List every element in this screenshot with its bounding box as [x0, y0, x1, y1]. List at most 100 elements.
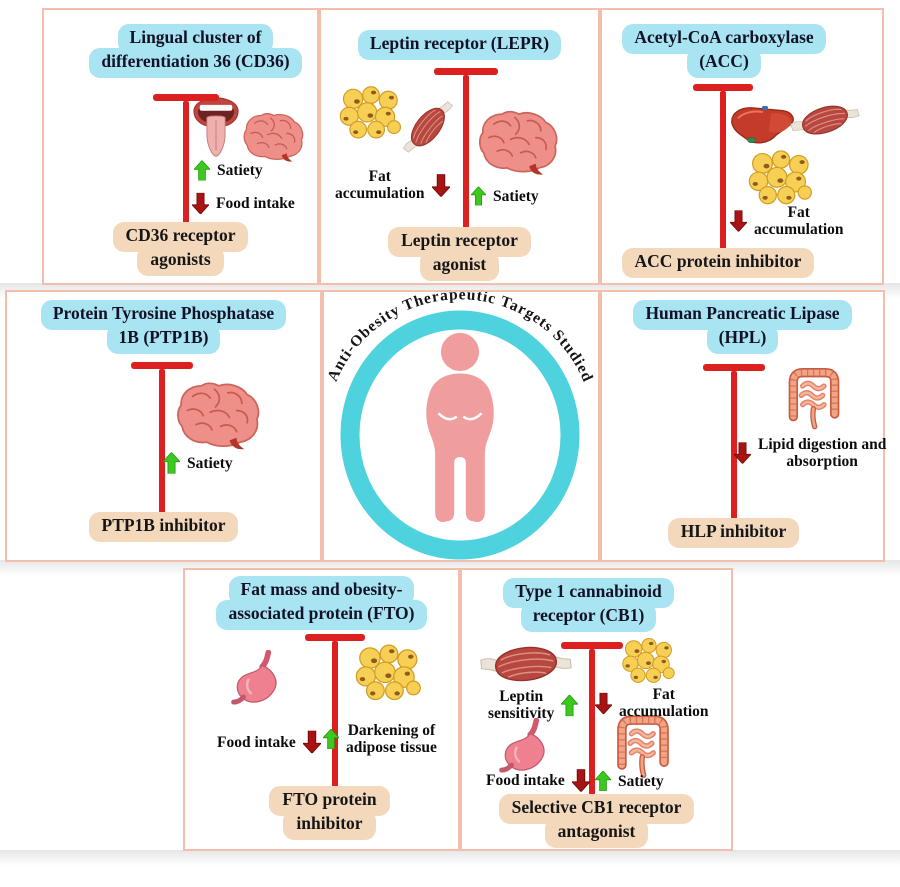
inhibition-tbar-icon: [693, 84, 753, 251]
inhibition-tbar-icon: [434, 68, 498, 230]
panel-title: Fat mass and obesity- associated protein…: [185, 576, 458, 630]
effect-food-intake: Food intake: [192, 192, 295, 215]
panel-title: Type 1 cannabinoid receptor (CB1): [454, 578, 723, 632]
down-arrow-icon: [192, 192, 209, 215]
intervention-label: CD36 receptor agonists: [44, 222, 317, 276]
panel-title: Lingual cluster of differentiation 36 (C…: [59, 24, 332, 78]
panel-fto: Fat mass and obesity- associated protein…: [183, 568, 460, 851]
down-arrow-icon: [303, 730, 321, 754]
effect-label: Food intake: [486, 772, 565, 789]
tbar-cap: [693, 84, 753, 91]
tbar-stem: [332, 641, 338, 791]
down-arrow-icon: [734, 441, 751, 465]
effect-label: Fat accumulation: [754, 204, 844, 238]
title-line: differentiation 36 (CD36): [89, 48, 302, 78]
fat-cells-icon: [339, 86, 403, 140]
intervention-label: ACC protein inhibitor: [578, 248, 858, 278]
title-line: Leptin receptor (LEPR): [357, 30, 562, 60]
effect-label: Satiety: [217, 162, 263, 179]
central-emblem-cell: Anti-Obesity Therapeutic Targets Studied: [322, 286, 600, 562]
effect-label: Satiety: [187, 454, 233, 472]
down-arrow-icon: [432, 173, 450, 198]
tbar-stem: [720, 91, 726, 251]
fat-cells-icon: [620, 638, 678, 684]
panel-title: Protein Tyrosine Phosphatase 1B (PTP1B): [7, 300, 320, 354]
label-line: ACC protein inhibitor: [621, 248, 815, 278]
effect-lipid-digestion: Lipid digestion and absorption: [734, 436, 886, 470]
intervention-label: FTO protein inhibitor: [193, 786, 466, 840]
obese-body-silhouette-icon: [424, 332, 496, 524]
panel-title: Acetyl-CoA carboxylase (ACC): [584, 24, 864, 78]
effect-satiety: Satiety: [595, 770, 664, 792]
inhibition-tbar-icon: [131, 362, 193, 517]
title-line: associated protein (FTO): [216, 600, 427, 630]
effect-food-intake: Food intake: [217, 730, 321, 754]
down-arrow-icon: [595, 692, 612, 715]
effect-fat-accumulation: Fat accumulation: [335, 168, 450, 202]
bottom-shadow: [0, 850, 900, 866]
label-line: HLP inhibitor: [667, 518, 800, 548]
title-line: (ACC): [687, 48, 761, 78]
tbar-cap: [305, 634, 365, 641]
tbar-stem: [159, 369, 165, 517]
up-arrow-icon: [595, 770, 611, 792]
label-line: inhibitor: [283, 810, 376, 840]
panel-cd36: Lingual cluster of differentiation 36 (C…: [42, 8, 319, 285]
effect-label: Food intake: [216, 195, 295, 212]
label-line: PTP1B inhibitor: [88, 512, 239, 542]
title-line: receptor (CB1): [520, 602, 657, 632]
inhibition-tbar-icon: [561, 642, 623, 799]
effect-label: Leptin sensitivity: [488, 688, 555, 722]
central-emblem: Anti-Obesity Therapeutic Targets Studied: [324, 286, 596, 560]
label-line: Selective CB1 receptor: [498, 794, 695, 824]
label-line: Leptin receptor: [388, 227, 531, 257]
effect-food-intake: Food intake: [486, 768, 590, 793]
tbar-cap: [561, 642, 623, 649]
tbar-cap: [703, 364, 765, 371]
stomach-icon: [231, 650, 287, 712]
effect-label: Darkening of adipose tissue: [346, 722, 437, 756]
up-arrow-icon: [163, 452, 180, 474]
effect-label: Satiety: [618, 772, 664, 790]
effect-label: Fat accumulation: [335, 168, 425, 202]
title-line: (HPL): [706, 324, 779, 354]
panel-hpl: Human Pancreatic Lipase (HPL) Lipid dige…: [600, 290, 886, 562]
down-arrow-icon: [572, 768, 590, 793]
effect-darkening: Darkening of adipose tissue: [323, 722, 437, 756]
effect-fat-accumulation: Fat accumulation: [730, 204, 844, 238]
label-line: agonists: [137, 246, 224, 276]
label-line: agonist: [419, 251, 500, 281]
down-arrow-icon: [730, 209, 747, 233]
intestine-icon: [784, 364, 844, 432]
fat-cells-icon: [355, 644, 423, 702]
panel-title: Human Pancreatic Lipase (HPL): [602, 300, 883, 354]
muscle-icon: [786, 92, 864, 148]
tbar-cap: [434, 68, 498, 75]
effect-leptin-sensitivity: Leptin sensitivity: [488, 688, 578, 722]
up-arrow-icon: [323, 728, 339, 750]
effect-fat-accumulation: Fat accumulation: [595, 686, 709, 720]
intervention-label: PTP1B inhibitor: [7, 512, 320, 542]
effect-satiety: Satiety: [163, 452, 233, 474]
muscle-icon: [478, 639, 574, 688]
tbar-cap: [131, 362, 193, 369]
effect-label: Food intake: [217, 733, 296, 751]
inhibition-tbar-icon: [703, 364, 765, 521]
label-line: CD36 receptor: [112, 222, 249, 252]
fat-cells-icon: [748, 150, 814, 206]
intervention-label: Leptin receptor agonist: [321, 227, 598, 281]
effect-satiety: Satiety: [471, 186, 539, 206]
panel-title: Leptin receptor (LEPR): [321, 30, 598, 60]
effect-satiety: Satiety: [194, 160, 263, 181]
intervention-label: Selective CB1 receptor antagonist: [462, 794, 731, 848]
up-arrow-icon: [194, 160, 210, 181]
inhibition-tbar-icon: [305, 634, 365, 791]
brain-icon: [242, 110, 306, 162]
effect-label: Lipid digestion and absorption: [758, 436, 887, 470]
label-line: antagonist: [544, 818, 649, 848]
panel-lepr: Leptin receptor (LEPR) Fat accumulation …: [319, 8, 600, 285]
panel-acc: Acetyl-CoA carboxylase (ACC) Fat accumul…: [600, 8, 884, 285]
title-line: Protein Tyrosine Phosphatase: [40, 300, 287, 330]
tbar-stem: [183, 101, 189, 226]
